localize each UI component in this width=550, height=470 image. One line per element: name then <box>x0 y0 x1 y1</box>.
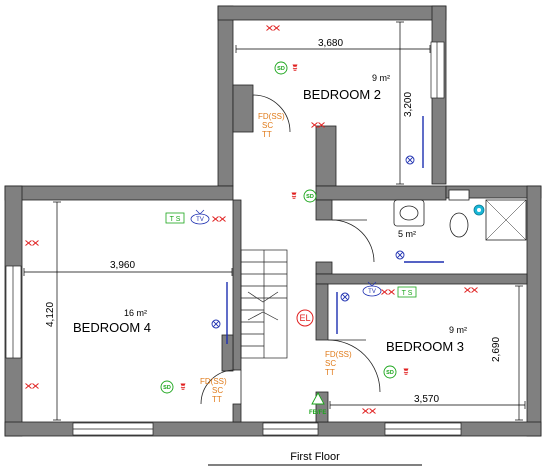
svg-text:FD(SS): FD(SS) <box>258 112 285 121</box>
svg-text:FB/FE: FB/FE <box>309 410 326 416</box>
svg-text:TT: TT <box>262 130 272 139</box>
doors <box>200 94 381 405</box>
double-socket-icon <box>465 288 478 293</box>
heat-alarm-icon <box>180 383 186 390</box>
bedroom4-width-dim: 3,960 <box>110 260 135 271</box>
bedroom4-label: BEDROOM 4 <box>73 320 151 335</box>
svg-text:FD(SS): FD(SS) <box>200 377 227 386</box>
bathroom-fixtures <box>393 189 527 241</box>
staircase <box>240 249 288 359</box>
bathroom-area: 5 m² <box>398 229 416 239</box>
heat-alarm-icon <box>403 368 409 375</box>
double-socket-icon <box>382 290 395 295</box>
svg-text:SC: SC <box>262 121 273 130</box>
ceiling-light-icon <box>340 292 350 302</box>
svg-text:TV: TV <box>368 289 376 295</box>
svg-text:TV: TV <box>196 217 204 223</box>
light-fittings <box>211 155 415 329</box>
bedroom2-label: BEDROOM 2 <box>303 87 381 102</box>
double-socket-icon <box>363 409 376 414</box>
svg-text:T S: T S <box>170 216 181 223</box>
door-note-bedroom2: FD(SS) SC TT <box>258 112 285 139</box>
bedroom4-area: 16 m² <box>124 308 147 318</box>
bedroom3-width-dim: 3,570 <box>414 394 439 405</box>
svg-text:TT: TT <box>325 368 335 377</box>
smoke-detector-icon: SD <box>383 365 397 379</box>
emergency-light-icon: EL <box>296 309 314 327</box>
bedroom2-area: 9 m² <box>372 73 390 83</box>
svg-text:T S: T S <box>402 290 413 297</box>
tv-socket-icon: TV <box>190 209 210 225</box>
dimension-lines <box>23 21 526 421</box>
svg-text:EL: EL <box>299 313 310 323</box>
telephone-socket-icon: T S <box>397 286 417 298</box>
svg-text:SD: SD <box>163 385 171 391</box>
svg-text:SD: SD <box>306 194 314 200</box>
windows <box>5 41 462 436</box>
smoke-detector-icon: SD <box>274 61 288 75</box>
door-note-bedroom4: FD(SS) SC TT <box>200 377 227 404</box>
bedroom2-depth-dim: 3,200 <box>403 92 414 117</box>
double-socket-icon <box>267 26 280 31</box>
floor-title: First Floor <box>290 451 340 463</box>
heat-alarm-icon <box>291 192 297 199</box>
svg-text:SD: SD <box>277 66 285 72</box>
svg-text:FD(SS): FD(SS) <box>325 350 352 359</box>
ceiling-light-icon <box>211 319 221 329</box>
svg-text:SC: SC <box>212 386 223 395</box>
tv-socket-icon: TV <box>362 281 382 297</box>
double-socket-icon <box>26 384 39 389</box>
radiators <box>226 116 444 344</box>
door-note-bedroom3: FD(SS) SC TT <box>325 350 352 377</box>
svg-text:SC: SC <box>325 359 336 368</box>
bedroom2-width-dim: 3,680 <box>318 38 343 49</box>
svg-text:SD: SD <box>386 370 394 376</box>
ceiling-light-icon <box>395 250 405 260</box>
double-socket-icon <box>26 241 39 246</box>
ceiling-light-icon <box>405 155 415 165</box>
smoke-detector-icon: SD <box>160 380 174 394</box>
double-socket-icon <box>213 217 226 222</box>
bedroom4-depth-dim: 4,120 <box>45 302 56 327</box>
telephone-socket-icon: T S <box>165 212 185 224</box>
fire-blanket-icon: FB/FE <box>309 392 326 416</box>
heat-alarm-icon <box>292 64 298 71</box>
bedroom3-label: BEDROOM 3 <box>386 339 464 354</box>
bedroom3-area: 9 m² <box>449 325 467 335</box>
svg-text:TT: TT <box>212 395 222 404</box>
smoke-detector-icon: SD <box>303 189 317 203</box>
bedroom3-depth-dim: 2,690 <box>491 337 502 362</box>
